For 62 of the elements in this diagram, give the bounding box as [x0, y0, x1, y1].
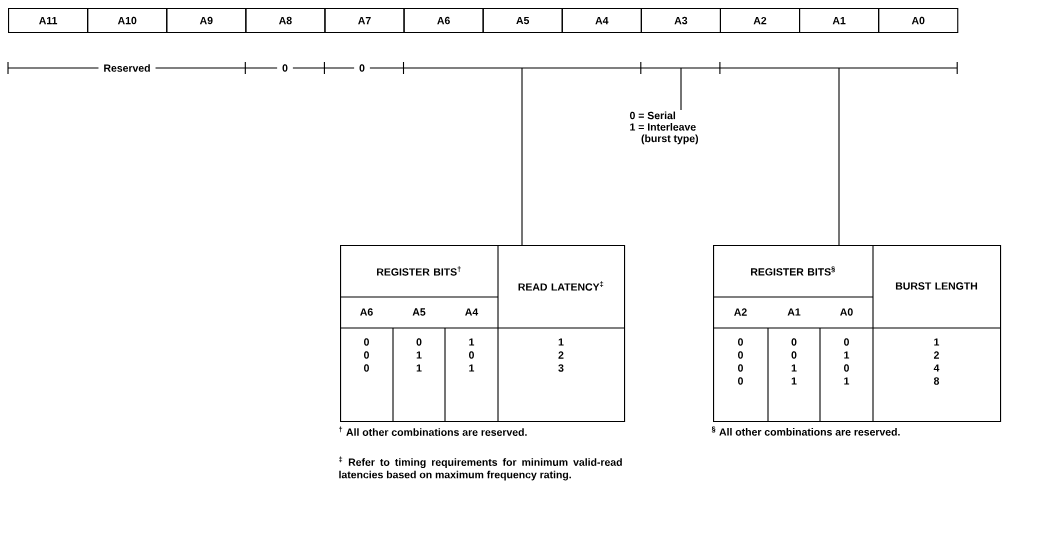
- table-cell: 1: [416, 351, 422, 359]
- leader-line: [680, 67, 682, 111]
- table-cell: 1: [469, 364, 475, 372]
- field-label: Reserved: [98, 62, 156, 74]
- table-cell: 0: [469, 351, 474, 359]
- table-cell: 0: [364, 364, 369, 372]
- register-cell: A8: [245, 8, 326, 34]
- table-cell: 1: [558, 338, 564, 346]
- leader-line: [521, 67, 523, 246]
- register-cell: A2: [719, 8, 801, 34]
- footnote: $^{†}$ All other combinations are reserved.: [339, 426, 527, 436]
- table-cell: 2: [933, 351, 939, 359]
- register-cell: A5: [482, 8, 563, 34]
- register-cell: A7: [324, 8, 405, 34]
- table-header: REGISTER BITS$^{†}$: [377, 266, 461, 276]
- note-text: 0 = Serial 1 = Interleave (burst type): [629, 111, 699, 145]
- table-cell: 0: [844, 338, 849, 346]
- table-cell: 1: [791, 377, 797, 385]
- table-cell: 1: [934, 338, 940, 346]
- table-header: BURST LENGTH: [895, 282, 978, 290]
- register-cell: A0: [878, 8, 959, 34]
- table-cell: 1: [844, 377, 850, 385]
- footnote: $^{‡}$ Refer to timing requirements for minimum valid-read latencies based on maximum frequency rating.: [339, 456, 622, 481]
- table-frame: [713, 245, 1002, 423]
- column-header: A0: [840, 308, 853, 316]
- table-cell: 1: [469, 338, 475, 346]
- column-header: A5: [412, 308, 426, 316]
- table-cell: 0: [364, 338, 369, 346]
- register-cell: A1: [799, 8, 880, 34]
- table-cell: 1: [416, 364, 422, 372]
- table-cell: 0: [738, 364, 743, 372]
- table-cell: 1: [844, 351, 850, 359]
- table-cell: 0: [364, 351, 369, 359]
- column-header: A4: [465, 308, 479, 316]
- table-cell: 0: [791, 351, 797, 359]
- register-cell: A6: [403, 8, 484, 34]
- table-cell: 0: [738, 377, 743, 385]
- column-header: A2: [734, 308, 747, 316]
- footnote: $^{§}$ All other combinations are reserved.: [711, 426, 900, 436]
- table-cell: 4: [933, 364, 940, 372]
- register-cell: A10: [87, 8, 168, 34]
- register-cell: A11: [8, 8, 89, 34]
- column-header: A1: [787, 308, 801, 316]
- table-cell: 2: [558, 351, 564, 359]
- leader-line: [838, 67, 840, 246]
- table-cell: 0: [844, 364, 849, 372]
- column-header: A6: [360, 308, 373, 316]
- table-cell: 8: [933, 377, 940, 385]
- table-header: REGISTER BITS$^{§}$: [751, 266, 835, 276]
- table-cell: 0: [738, 351, 743, 359]
- table-cell: 0: [738, 338, 743, 346]
- table-header: READ LATENCY$^{‡}$: [518, 281, 604, 291]
- register-cell: A4: [561, 8, 642, 34]
- table-cell: 1: [791, 364, 797, 372]
- field-value: 0: [277, 62, 293, 74]
- register-cell: A9: [166, 8, 247, 34]
- table-cell: 0: [416, 338, 422, 346]
- field-value: 0: [354, 62, 370, 74]
- table-cell: 3: [558, 364, 564, 372]
- table-frame: [340, 245, 626, 423]
- table-cell: 0: [791, 338, 797, 346]
- register-cell: A3: [640, 8, 721, 34]
